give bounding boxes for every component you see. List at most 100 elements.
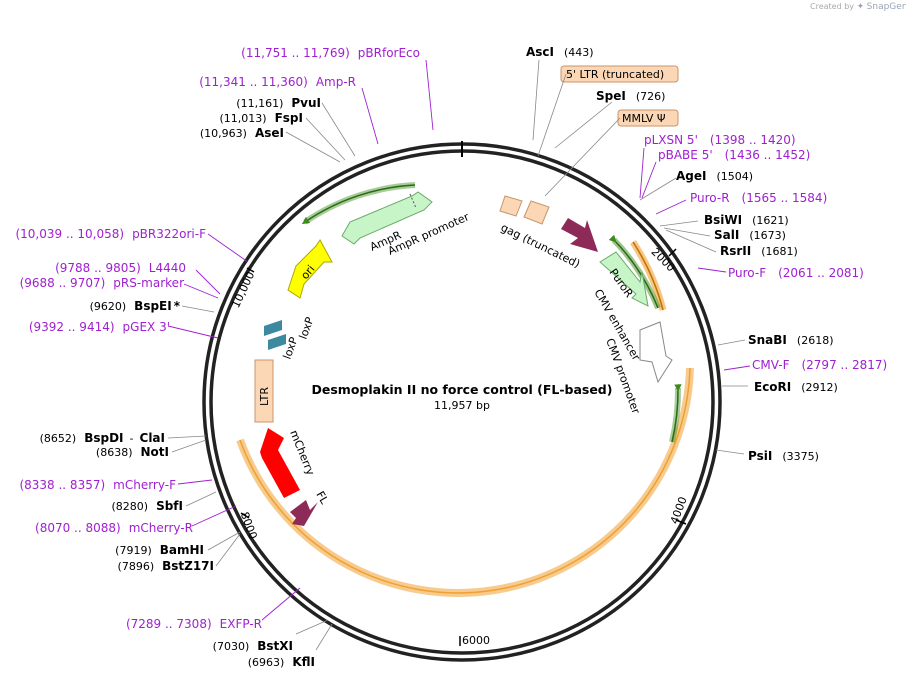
snapgene-logo-icon: ✦ (856, 2, 865, 12)
pleader-pgex (167, 325, 219, 339)
primer-cmvf[interactable]: CMV-F(2797 .. 2817) (752, 358, 887, 372)
ampr-arrow[interactable] (341, 191, 433, 245)
green-arc-puro-line (608, 234, 659, 309)
pleader-pbrforeco (425, 59, 434, 131)
pleader-prs (183, 283, 219, 299)
enzyme-spei[interactable]: SpeI(726) (596, 89, 665, 103)
tick-mark-8000 (240, 512, 250, 519)
enzyme-bspei[interactable]: (9620)BspEI* (90, 299, 181, 313)
enzyme-bstxi[interactable]: (7030)BstXI (213, 639, 293, 653)
tick-6000: 6000 (462, 634, 490, 647)
leader-bsiwi (659, 220, 699, 227)
enzyme-psii[interactable]: PsiI(3375) (748, 449, 819, 463)
leader-bstxi (295, 619, 329, 635)
primer-plxsn[interactable]: pLXSN 5'(1398 .. 1420) (644, 133, 796, 147)
pleader-plxsn (639, 147, 645, 199)
primer-purof[interactable]: Puro-F(2061 .. 2081) (728, 266, 864, 280)
enzyme-asei[interactable]: (10,963)AseI (200, 126, 284, 140)
leader-fspi (305, 117, 346, 161)
enzyme-bamhi[interactable]: (7919)BamHI (115, 543, 204, 557)
pleader-cmvf (723, 365, 751, 371)
orange-arc-small-line (632, 241, 664, 311)
primer-pbrforeco[interactable]: (11,751 .. 11,769)pBRforEco (241, 46, 420, 60)
enzyme-bspdi-clai[interactable]: (8652)BspDI-ClaI (40, 431, 165, 445)
enzyme-kfli[interactable]: (6963)KflI (248, 655, 315, 669)
plasmid-name: Desmoplakin II no force control (FL-base… (312, 382, 613, 397)
enzyme-bstz17i[interactable]: (7896)BstZ17I (118, 559, 214, 573)
enzyme-ecori[interactable]: EcoRI(2912) (754, 380, 838, 394)
leader-asci (532, 59, 540, 141)
leader-spei (554, 101, 613, 149)
tick-mark-2000 (668, 248, 677, 257)
leader-snabi (717, 339, 746, 346)
green-arc-amp-line (301, 184, 416, 225)
enzyme-noti[interactable]: (8638)NotI (96, 445, 169, 459)
mmlv-psi-label: MMLV Ψ (622, 112, 666, 125)
loxp-arrow-2[interactable] (268, 334, 286, 350)
mcherry-arrow[interactable] (260, 428, 300, 498)
fl-arrow[interactable] (290, 500, 318, 526)
tick-2000: 2000 (649, 245, 678, 274)
primer-pgex[interactable]: (9392 .. 9414)pGEX 3' (29, 320, 170, 334)
leader-noti (171, 439, 207, 453)
leader-pvui (321, 102, 356, 157)
leader-bstz17i (215, 533, 241, 567)
credit-label: Created by (810, 2, 855, 11)
gag-arrow[interactable] (561, 218, 598, 252)
cmv-enhancer-arrow[interactable] (639, 321, 673, 384)
enzyme-sbfi[interactable]: (8280)SbfI (112, 499, 184, 513)
leader-agei (639, 177, 677, 201)
ori-arrow[interactable] (287, 239, 333, 299)
pleader-mcherryr (191, 505, 237, 527)
primer-mcherryr[interactable]: (8070 .. 8088)mCherry-R (35, 521, 193, 535)
enzyme-asci[interactable]: AscI(443) (526, 45, 594, 59)
leader-bamhi (207, 531, 241, 551)
primer-pbr322ori[interactable]: (10,039 .. 10,058)pBR322ori-F (15, 227, 206, 241)
ltr-truncated-tag[interactable] (560, 65, 679, 83)
leader-kfli (315, 623, 333, 651)
plasmid-size: 11,957 bp (434, 399, 490, 412)
ltr-fragment-box[interactable] (499, 195, 523, 217)
leader-sali (663, 227, 711, 237)
ltr-truncated-label: 5' LTR (truncated) (566, 68, 664, 81)
enzyme-sali[interactable]: SalI(1673) (714, 228, 786, 242)
enzyme-agei[interactable]: AgeI(1504) (676, 169, 753, 183)
leader-bspdi (167, 435, 207, 439)
primer-l4440[interactable]: (9788 .. 9805)L4440 (55, 261, 186, 275)
enzyme-rsrii[interactable]: RsrII(1681) (720, 244, 798, 258)
primer-puror[interactable]: Puro-R(1565 .. 1584) (690, 191, 827, 205)
primer-exfpr[interactable]: (7289 .. 7308)EXFP-R (126, 617, 262, 631)
pleader-pbr322ori (207, 233, 249, 263)
pleader-ampr (361, 87, 379, 145)
enzyme-fspi[interactable]: (11,013)FspI (220, 111, 303, 125)
mcherry-label: mCherry (287, 428, 317, 477)
snapgene-credit: Created by ✦ SnapGene (810, 2, 906, 12)
loxp-arrow-1[interactable] (264, 320, 282, 336)
orange-arc-large-line (239, 367, 691, 594)
enzyme-bsiwi[interactable]: BsiWI(1621) (704, 213, 789, 227)
leader-ltr-truncated (537, 73, 567, 157)
credit-brand: SnapGene (866, 2, 906, 12)
tick-mark-10000 (246, 267, 255, 273)
pleader-l4440 (195, 269, 221, 295)
ltr-box[interactable] (254, 359, 274, 423)
enzyme-pvui[interactable]: (11,161)PvuI (236, 96, 321, 110)
leader-sbfi (185, 491, 217, 507)
primer-prs-marker[interactable]: (9688 .. 9707)pRS-marker (20, 276, 184, 290)
mmlv-psi-tag[interactable] (617, 109, 679, 127)
tick-mark-4000 (675, 519, 687, 525)
pleader-mcherryf (177, 479, 213, 485)
pleader-purof (697, 267, 727, 273)
puror-arrow[interactable] (599, 251, 649, 307)
ltr-label: LTR (258, 387, 271, 406)
pleader-exfpr (261, 587, 301, 621)
primer-mcherryf[interactable]: (8338 .. 8357)mCherry-F (19, 478, 176, 492)
primer-pbabe[interactable]: pBABE 5'(1436 .. 1452) (658, 148, 810, 162)
tick-10000: 10,000 (229, 270, 257, 310)
mmlv-psi-box[interactable] (523, 200, 550, 225)
primer-ampr[interactable]: (11,341 .. 11,360)Amp-R (199, 75, 356, 89)
pleader-pbabe (641, 161, 657, 199)
ampr-promoter-divider (409, 193, 417, 209)
enzyme-snabi[interactable]: SnaBI(2618) (748, 333, 833, 347)
